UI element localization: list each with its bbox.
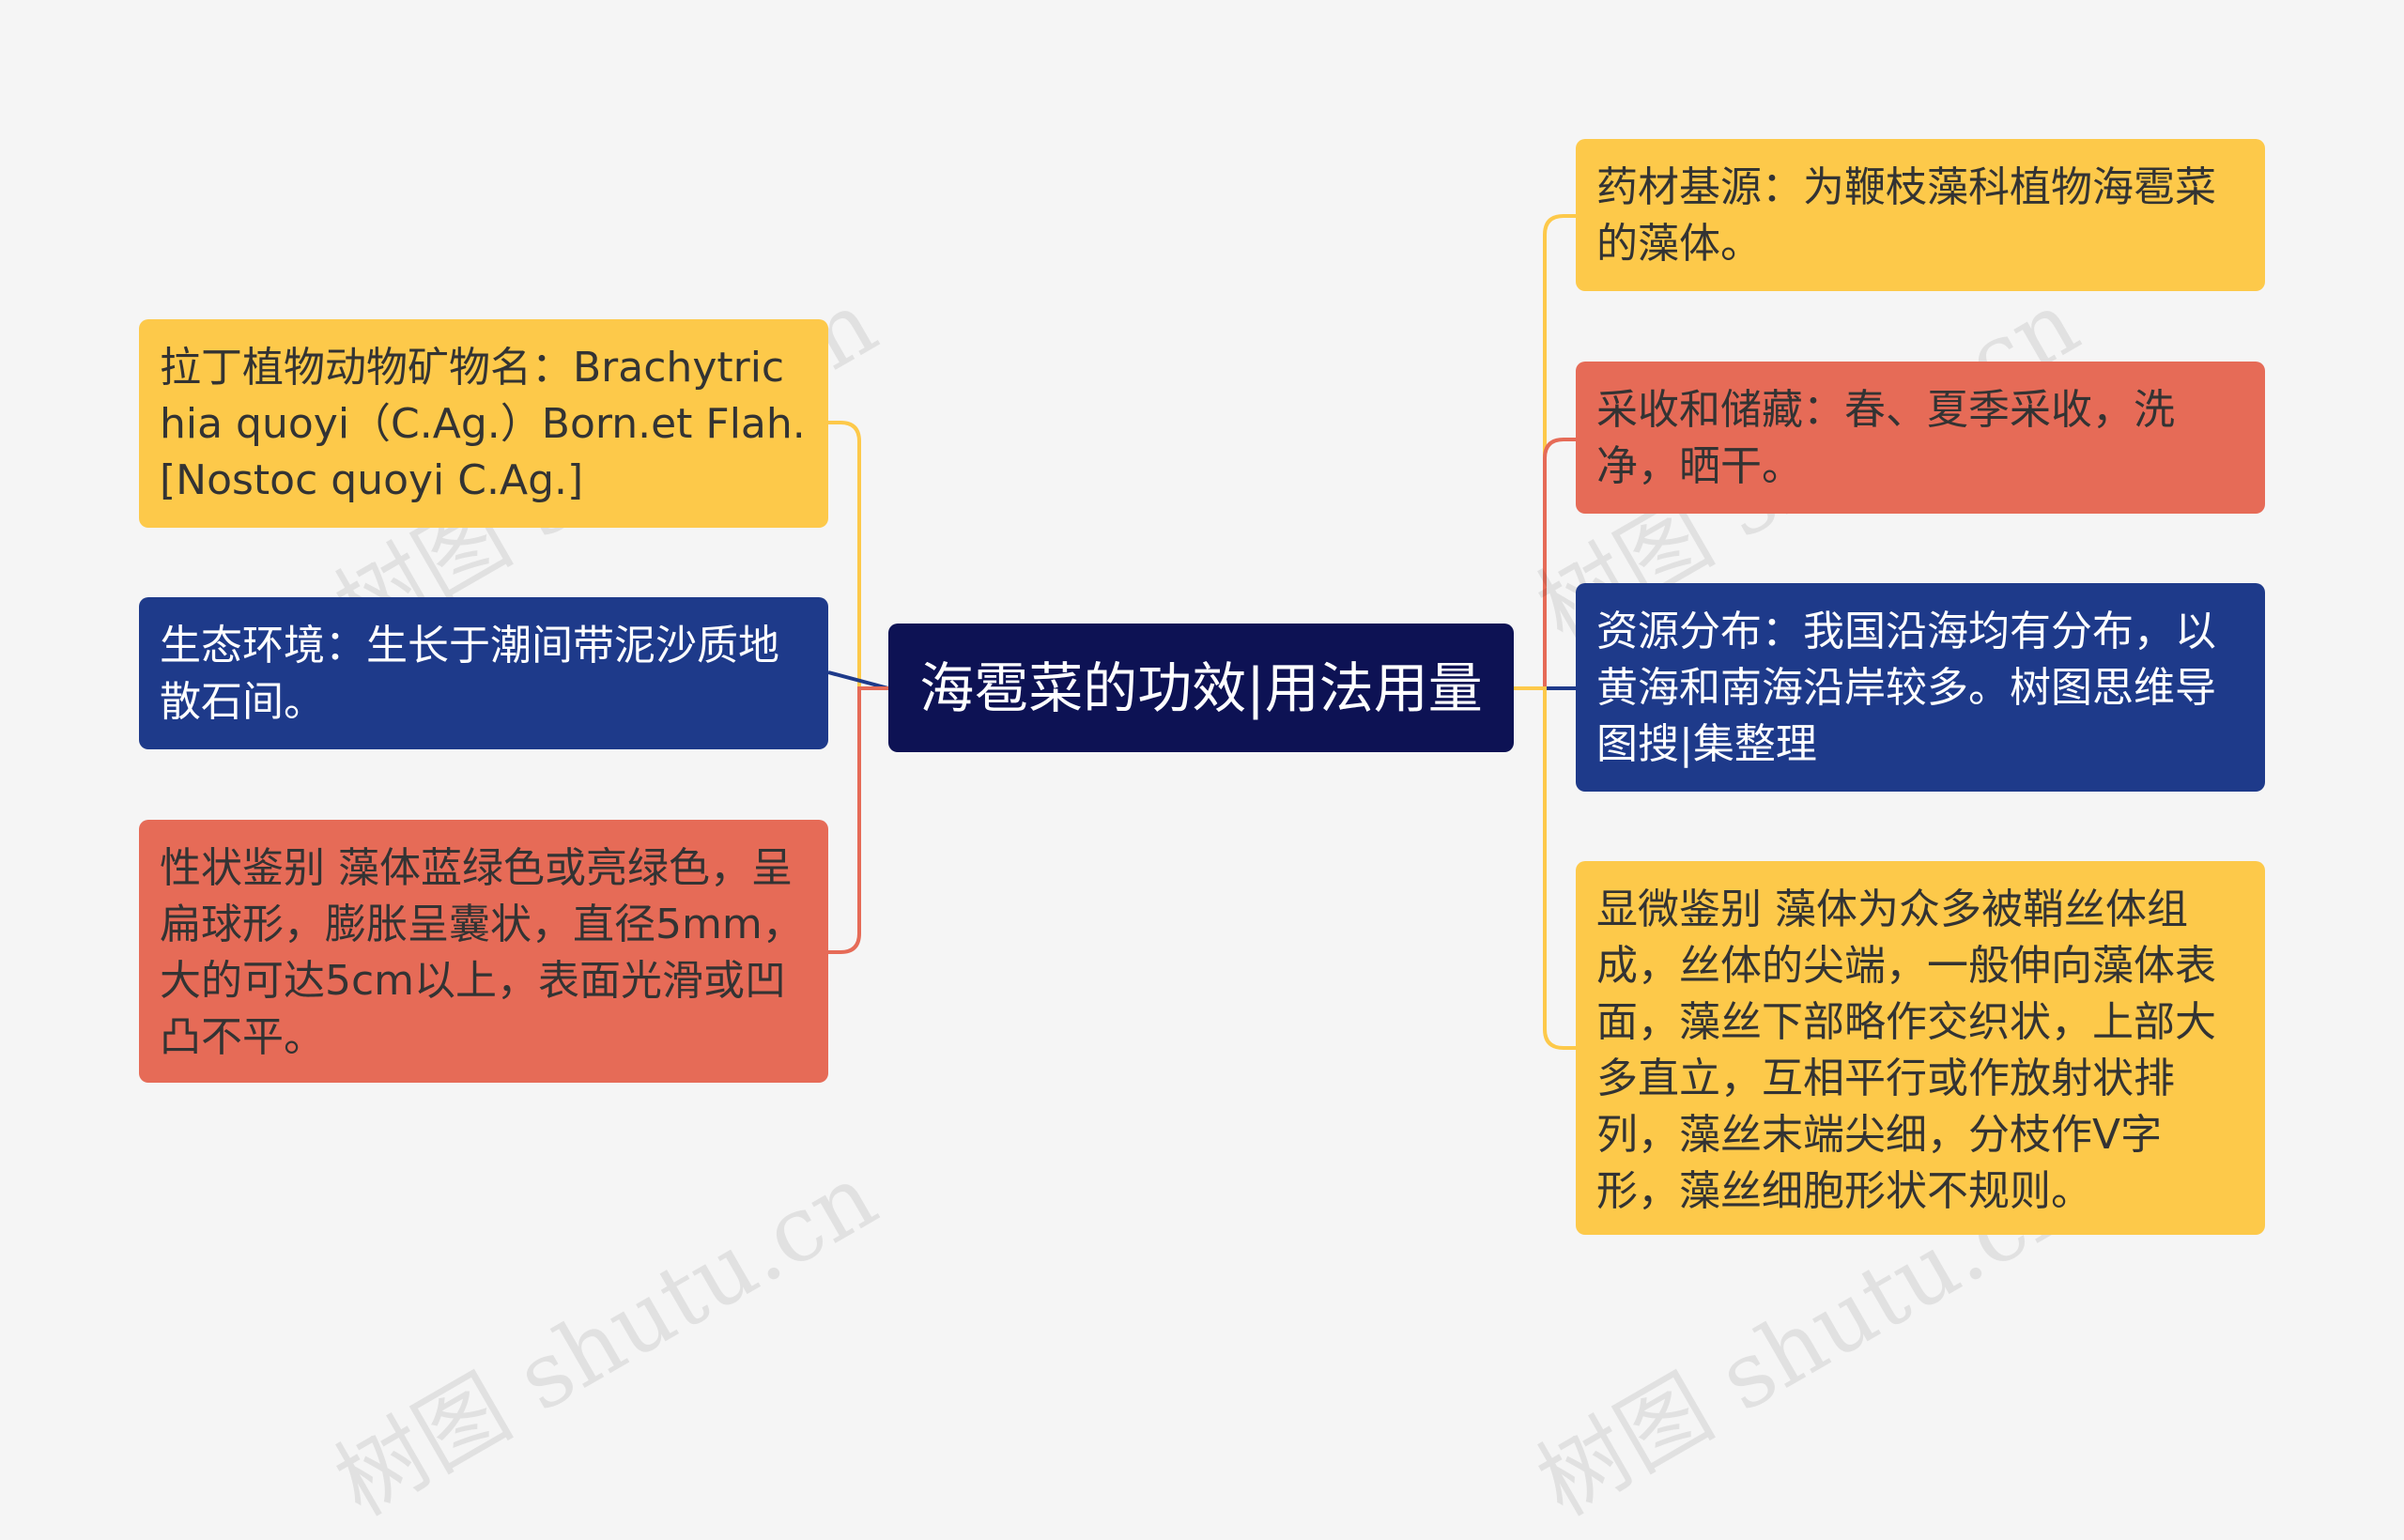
connector-right-1 (1514, 214, 1576, 690)
connector-left-2 (827, 670, 889, 690)
topic-label: 生态环境：生长于潮间带泥沙质地散石间。 (160, 622, 779, 726)
topic-ecology[interactable]: 生态环境：生长于潮间带泥沙质地散石间。 (139, 597, 828, 749)
topic-label: 采收和储藏：春、夏季采收，洗净，晒干。 (1596, 386, 2175, 490)
topic-label: 拉丁植物动物矿物名：Brachytrichia quoyi（C.Ag.）Born… (160, 344, 806, 504)
root-topic-label: 海雹菜的功效|用法用量 (919, 655, 1483, 720)
topic-label: 显微鉴别 藻体为众多被鞘丝体组成，丝体的尖端，一般伸向藻体表面，藻丝下部略作交织… (1596, 886, 2216, 1215)
topic-distribution[interactable]: 资源分布：我国沿海均有分布，以黄海和南海沿岸较多。树图思维导图搜|集整理 (1576, 583, 2265, 792)
connector-right-4 (1514, 686, 1576, 1050)
topic-label: 资源分布：我国沿海均有分布，以黄海和南海沿岸较多。树图思维导图搜|集整理 (1596, 608, 2216, 768)
root-topic[interactable]: 海雹菜的功效|用法用量 (888, 624, 1514, 752)
connector-left-1 (828, 421, 888, 690)
connector-left-3 (828, 686, 888, 954)
topic-source[interactable]: 药材基源：为鞭枝藻科植物海雹菜的藻体。 (1576, 139, 2265, 291)
topic-label: 药材基源：为鞭枝藻科植物海雹菜的藻体。 (1596, 163, 2216, 268)
topic-harvest-storage[interactable]: 采收和储藏：春、夏季采收，洗净，晒干。 (1576, 362, 2265, 514)
topic-label: 性状鉴别 藻体蓝绿色或亮绿色，呈扁球形，膨胀呈囊状，直径5mm，大的可达5cm以… (160, 844, 804, 1061)
connector-right-2 (1514, 438, 1576, 690)
connector-lines (827, 214, 1576, 1050)
topic-latin-name[interactable]: 拉丁植物动物矿物名：Brachytrichia quoyi（C.Ag.）Born… (139, 319, 828, 528)
mindmap-canvas: 树图 shutu.cn 树图 shutu.cn 树图 shutu.cn 树图 s… (139, 139, 2265, 1536)
topic-microscopic-identification[interactable]: 显微鉴别 藻体为众多被鞘丝体组成，丝体的尖端，一般伸向藻体表面，藻丝下部略作交织… (1576, 861, 2265, 1235)
topic-character-identification[interactable]: 性状鉴别 藻体蓝绿色或亮绿色，呈扁球形，膨胀呈囊状，直径5mm，大的可达5cm以… (139, 820, 828, 1083)
